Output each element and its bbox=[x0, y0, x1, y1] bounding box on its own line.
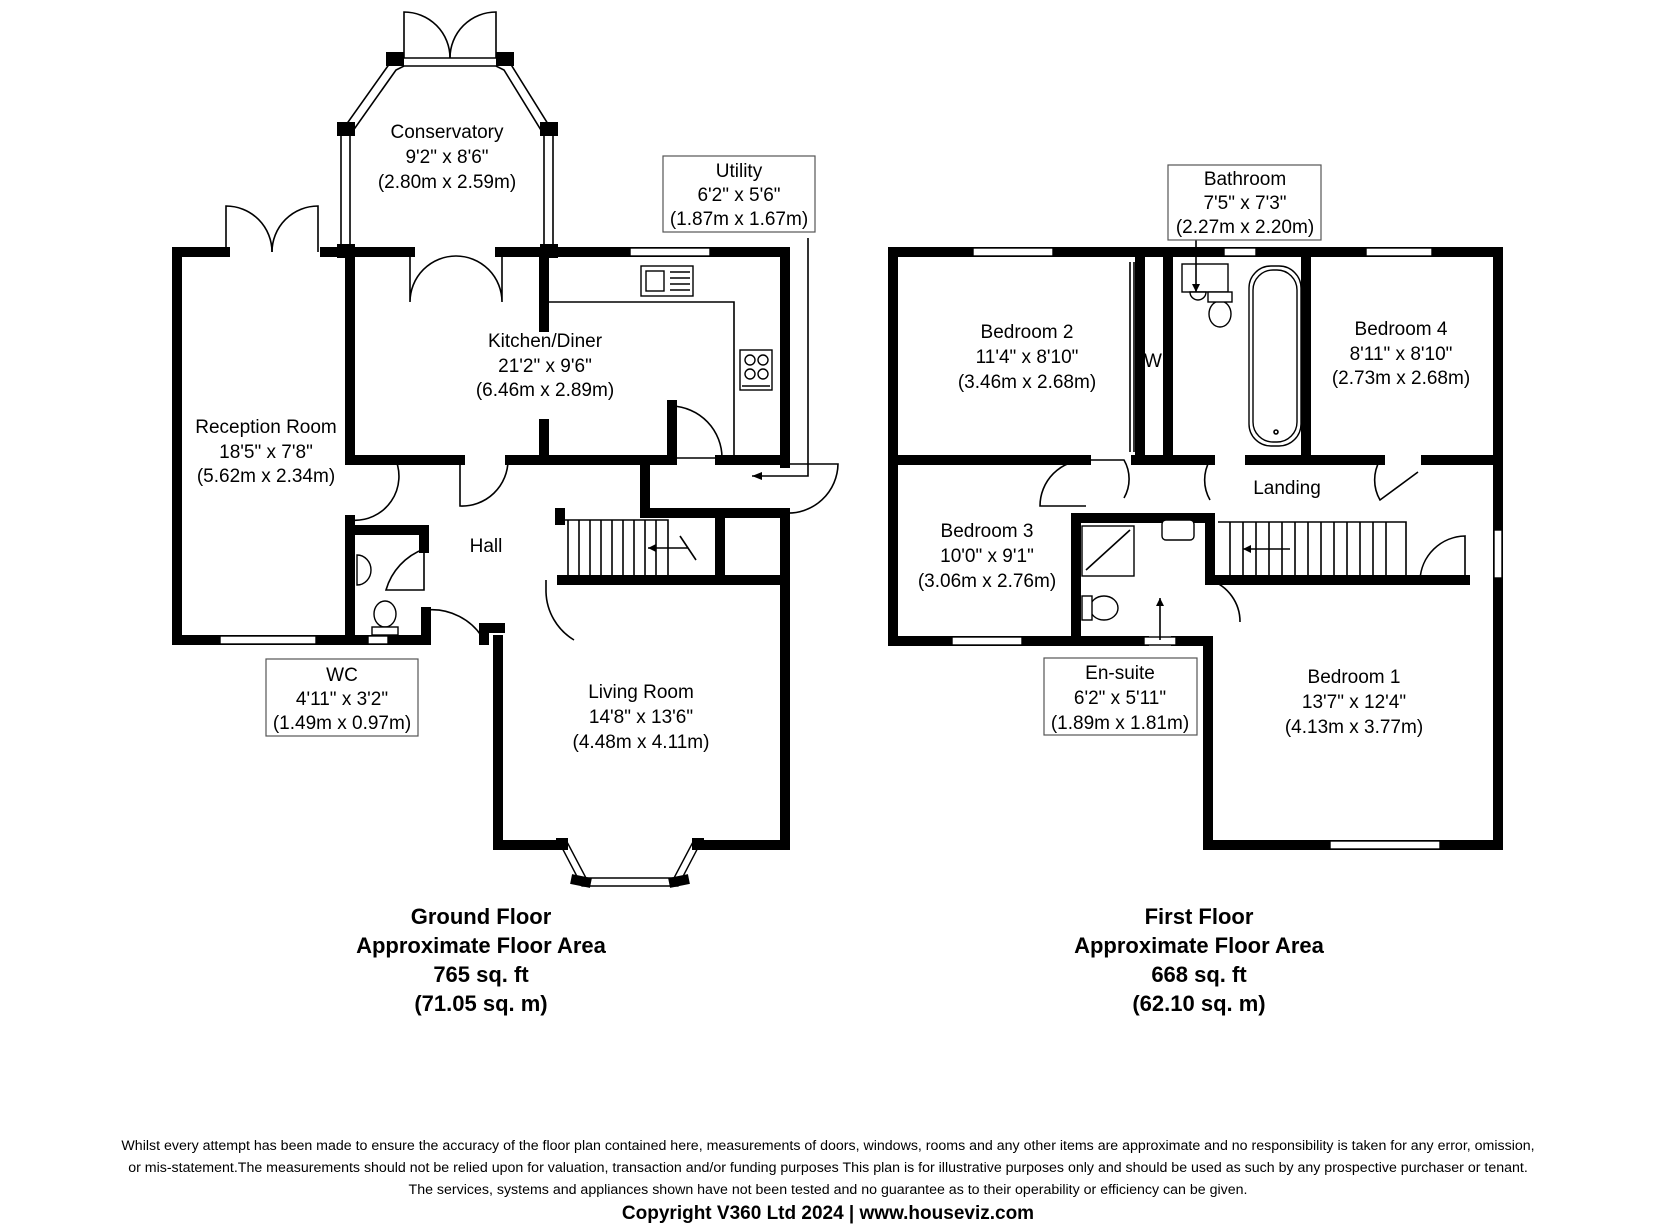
first-floor-area: First Floor Approximate Floor Area 668 s… bbox=[949, 902, 1449, 1018]
bedroom4-metric: (2.73m x 2.68m) bbox=[1332, 368, 1470, 389]
bedroom4-name: Bedroom 4 bbox=[1355, 319, 1448, 340]
utility-name: Utility bbox=[716, 161, 763, 182]
bathroom-name: Bathroom bbox=[1204, 169, 1286, 190]
first-floor-labels: Bathroom 7'5" x 7'3" (2.27m x 2.20m) Bed… bbox=[918, 164, 1470, 738]
first-floor-title: First Floor bbox=[1144, 904, 1254, 929]
ground-floor-sqm: (71.05 sq. m) bbox=[414, 991, 548, 1016]
ensuite-metric: (1.89m x 1.81m) bbox=[1051, 713, 1189, 734]
reception-metric: (5.62m x 2.34m) bbox=[197, 466, 335, 487]
wc-name: WC bbox=[326, 665, 358, 686]
ensuite-label-box bbox=[1043, 657, 1198, 736]
bedroom2-imperial: 11'4" x 8'10" bbox=[976, 347, 1079, 368]
disclaimer-line-1: Whilst every attempt has been made to en… bbox=[121, 1138, 1535, 1154]
disclaimer: Whilst every attempt has been made to en… bbox=[0, 1135, 1656, 1227]
bedroom2-name: Bedroom 2 bbox=[981, 322, 1074, 343]
reception-imperial: 18'5" x 7'8" bbox=[219, 442, 313, 463]
reception-room-walls bbox=[172, 205, 431, 645]
first-floor-plan: Bathroom 7'5" x 7'3" (2.27m x 2.20m) Bed… bbox=[888, 164, 1503, 850]
bedroom3-imperial: 10'0" x 9'1" bbox=[940, 546, 1034, 567]
wc-label-box bbox=[265, 658, 419, 737]
conservatory-metric: (2.80m x 2.59m) bbox=[378, 172, 516, 193]
ground-floor-subtitle: Approximate Floor Area bbox=[356, 933, 606, 958]
disclaimer-line-2: or mis-statement.The measurements should… bbox=[128, 1160, 1528, 1176]
utility-label-box bbox=[662, 155, 816, 233]
kitchen-name: Kitchen/Diner bbox=[488, 331, 603, 352]
hall-name: Hall bbox=[470, 536, 503, 557]
ground-floor-sqft: 765 sq. ft bbox=[433, 962, 529, 987]
ensuite-imperial: 6'2" x 5'11" bbox=[1074, 688, 1166, 709]
ground-floor-plan: Conservatory 9'2" x 8'6" (2.80m x 2.59m)… bbox=[172, 11, 839, 888]
conservatory-name: Conservatory bbox=[391, 122, 504, 143]
first-floor-walls bbox=[888, 230, 1503, 850]
ground-floor-area: Ground Floor Approximate Floor Area 765 … bbox=[231, 902, 731, 1018]
kitchen-metric: (6.46m x 2.89m) bbox=[476, 380, 614, 401]
disclaimer-line-3: The services, systems and appliances sho… bbox=[408, 1182, 1248, 1198]
ground-floor-title: Ground Floor bbox=[410, 904, 552, 929]
bathroom-label-box bbox=[1167, 164, 1322, 241]
bedroom3-metric: (3.06m x 2.76m) bbox=[918, 571, 1056, 592]
bathroom-metric: (2.27m x 2.20m) bbox=[1176, 217, 1314, 238]
living-room-walls bbox=[493, 635, 790, 888]
copyright-notice: Copyright V360 Ltd 2024 | www.houseviz.c… bbox=[621, 1203, 1035, 1224]
wc-hall-walls bbox=[345, 508, 790, 645]
kitchen-imperial: 21'2" x 9'6" bbox=[498, 356, 592, 377]
kitchen-utility-walls bbox=[345, 238, 839, 850]
wardrobe-label: W bbox=[1144, 351, 1162, 372]
utility-imperial: 6'2" x 5'6" bbox=[697, 185, 780, 206]
reception-name: Reception Room bbox=[195, 417, 337, 438]
bedroom3-name: Bedroom 3 bbox=[941, 521, 1034, 542]
first-floor-sqft: 668 sq. ft bbox=[1151, 962, 1247, 987]
ensuite-name: En-suite bbox=[1085, 663, 1155, 684]
bedroom2-metric: (3.46m x 2.68m) bbox=[958, 372, 1096, 393]
living-metric: (4.48m x 4.11m) bbox=[573, 732, 710, 753]
utility-metric: (1.87m x 1.67m) bbox=[670, 209, 808, 230]
bedroom1-name: Bedroom 1 bbox=[1308, 667, 1401, 688]
landing-name: Landing bbox=[1253, 478, 1321, 499]
wc-metric: (1.49m x 0.97m) bbox=[273, 713, 411, 734]
living-imperial: 14'8" x 13'6" bbox=[589, 707, 693, 728]
wc-imperial: 4'11" x 3'2" bbox=[296, 689, 388, 710]
first-floor-sqm: (62.10 sq. m) bbox=[1132, 991, 1266, 1016]
bedroom1-metric: (4.13m x 3.77m) bbox=[1285, 717, 1423, 738]
first-floor-subtitle: Approximate Floor Area bbox=[1074, 933, 1324, 958]
ground-floor-labels: Conservatory 9'2" x 8'6" (2.80m x 2.59m)… bbox=[195, 122, 816, 753]
bedroom4-imperial: 8'11" x 8'10" bbox=[1350, 344, 1453, 365]
bedroom1-imperial: 13'7" x 12'4" bbox=[1302, 692, 1406, 713]
conservatory-imperial: 9'2" x 8'6" bbox=[405, 147, 488, 168]
bathroom-imperial: 7'5" x 7'3" bbox=[1203, 193, 1286, 214]
living-name: Living Room bbox=[588, 682, 694, 703]
